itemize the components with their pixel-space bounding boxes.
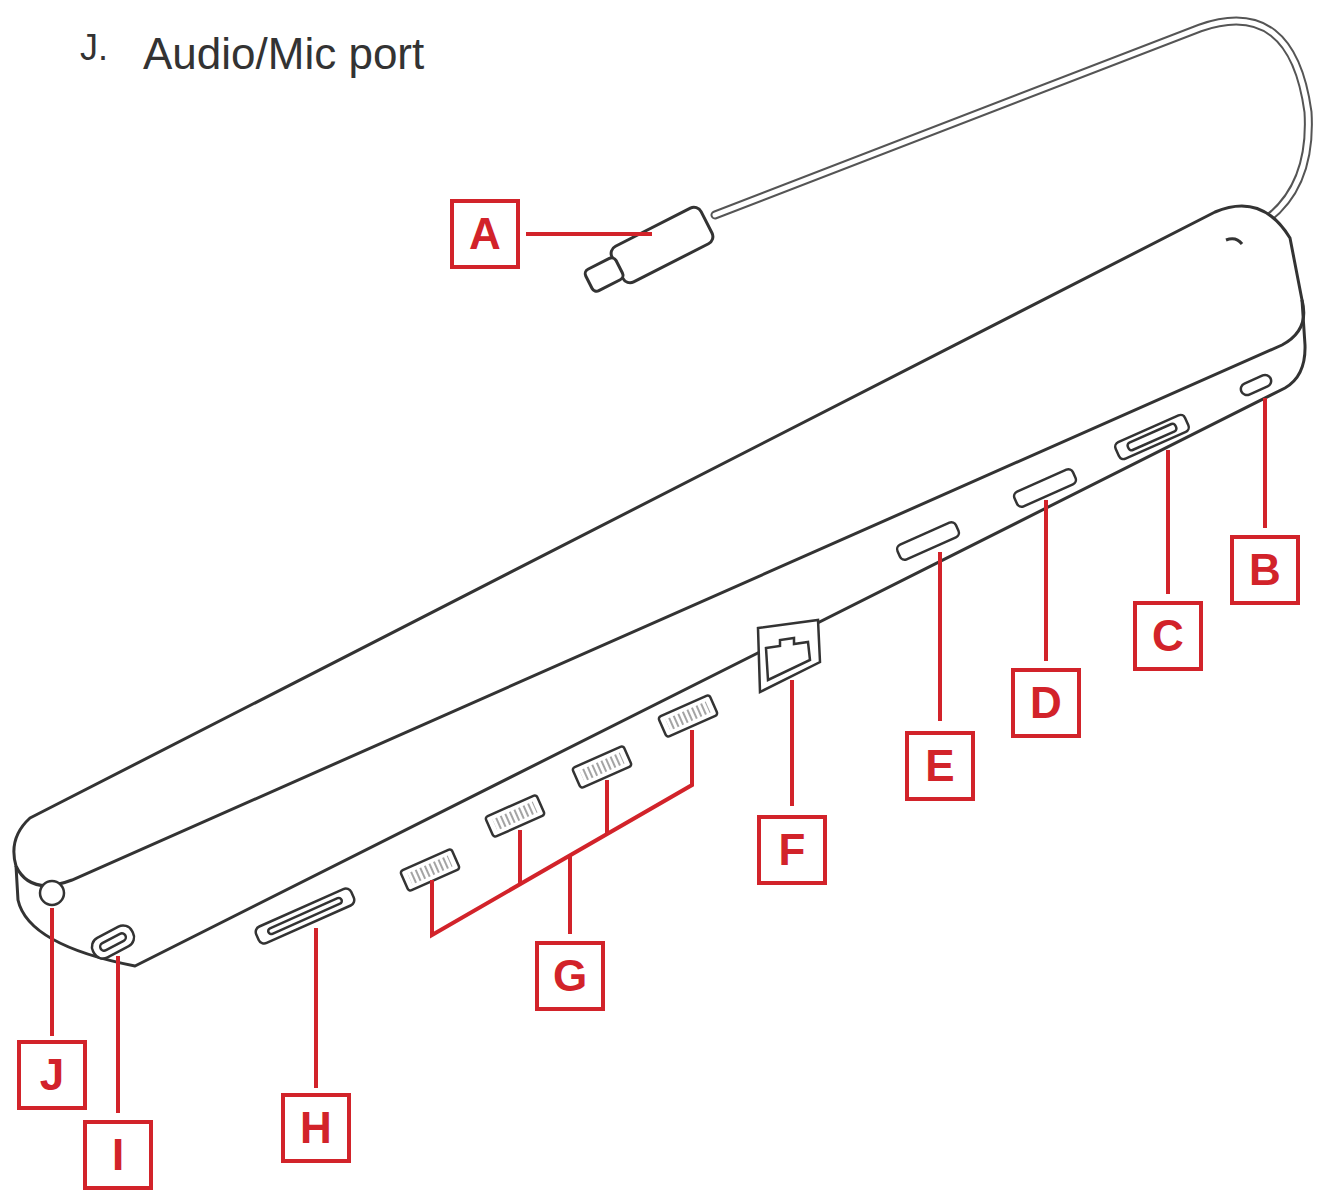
callout-letter: A: [469, 212, 501, 256]
callout-letter: B: [1249, 548, 1281, 592]
callout-box: F: [757, 815, 827, 885]
cable: [715, 21, 1308, 240]
callout-box: J: [17, 1040, 87, 1110]
callout-box: H: [281, 1093, 351, 1163]
callout-box: G: [535, 941, 605, 1011]
ports: [40, 373, 1273, 962]
callout-letter: G: [553, 954, 587, 998]
dock-top: [14, 206, 1304, 886]
callout-box: D: [1011, 668, 1081, 738]
callout-letter: F: [779, 828, 806, 872]
callout-box: A: [450, 199, 520, 269]
list-marker: J.: [80, 30, 108, 66]
callout-box: B: [1230, 535, 1300, 605]
callout-box: E: [905, 731, 975, 801]
callout-letter: D: [1030, 681, 1062, 725]
callout-box: I: [83, 1120, 153, 1190]
callout-letter: E: [925, 744, 954, 788]
port-description: Audio/Mic port: [143, 32, 424, 76]
cable-core: [715, 21, 1308, 240]
callout-letter: C: [1152, 614, 1184, 658]
leader-lines: [52, 234, 1265, 1113]
callout-letter: J: [40, 1053, 64, 1097]
usb-c-plug: [580, 204, 716, 300]
dock-side: [16, 300, 1305, 966]
callout-letter: H: [300, 1106, 332, 1150]
callout-box: C: [1133, 601, 1203, 671]
callout-letter: I: [112, 1133, 124, 1177]
